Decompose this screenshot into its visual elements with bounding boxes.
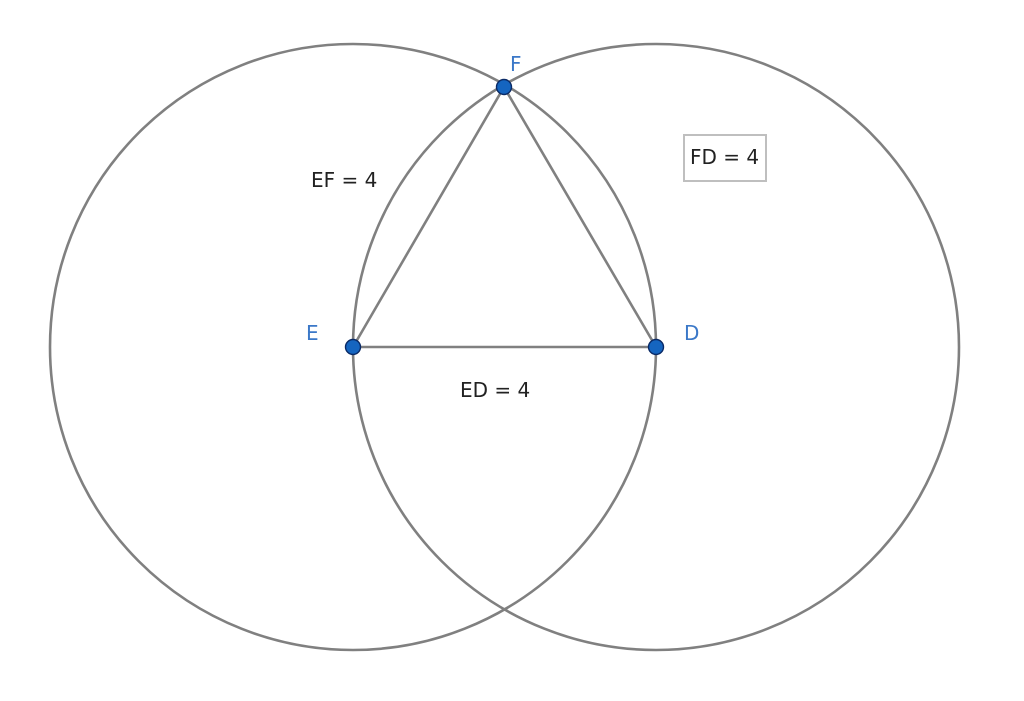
segment-fd[interactable]	[502, 85, 658, 349]
point-e-label: E	[306, 321, 319, 345]
measurement-fd: FD = 4	[690, 145, 759, 169]
point-e[interactable]	[344, 338, 362, 356]
segment-ef[interactable]	[351, 85, 506, 349]
measurement-ef: EF = 4	[311, 168, 377, 192]
point-f-label: F	[510, 52, 522, 76]
measurement-fd-box	[683, 134, 767, 182]
point-f[interactable]	[495, 78, 513, 96]
measurement-ed: ED = 4	[460, 378, 530, 402]
point-d-label: D	[684, 321, 699, 345]
point-d[interactable]	[647, 338, 665, 356]
